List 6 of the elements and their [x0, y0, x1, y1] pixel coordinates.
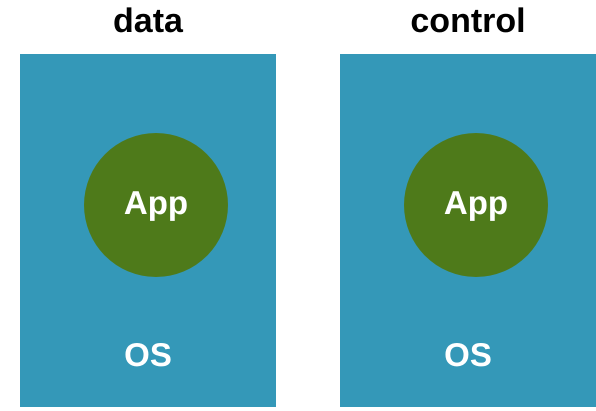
app-label: App: [124, 184, 188, 222]
os-label: OS: [124, 336, 172, 374]
os-label: OS: [444, 336, 492, 374]
app-label: App: [444, 184, 508, 222]
panel-title: control: [410, 2, 526, 41]
panel-title: data: [113, 2, 183, 41]
